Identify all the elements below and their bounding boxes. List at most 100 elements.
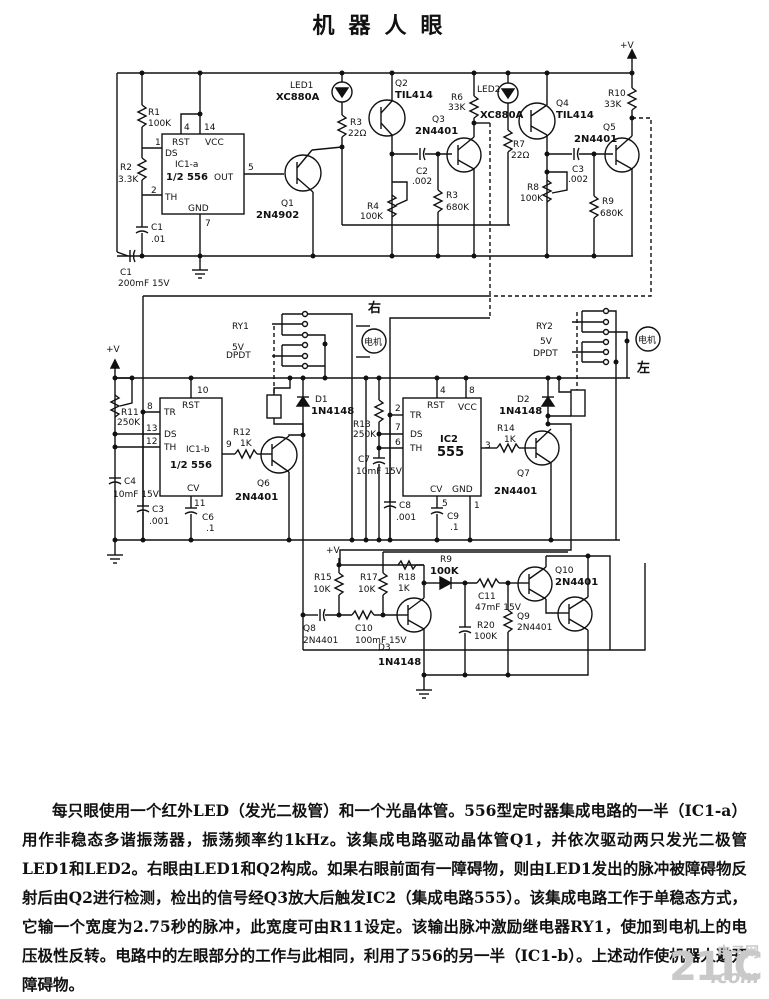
led1-label: LED1 (290, 81, 313, 91)
q8-value: 1N4148 (378, 657, 421, 668)
d2-value: 1N4148 (499, 406, 542, 417)
ground-symbol-top (192, 269, 208, 279)
description-paragraph: 每只眼使用一个红外LED（发光二极管）和一个光晶体管。556型定时器集成电路的一… (22, 801, 747, 994)
r1-label: R1 (148, 108, 160, 118)
r3b-value: 680K (446, 203, 470, 213)
phototransistor-q4 (518, 102, 556, 140)
r6-value: 33K (448, 103, 466, 113)
relay-ry1-contacts (272, 310, 353, 540)
d3-label: R9 (440, 555, 452, 565)
q5-label: Q5 (603, 123, 616, 133)
ic2-ds: DS (410, 430, 423, 440)
ic2-pin-th: 6 (395, 438, 401, 448)
ic1b-pin-th: 12 (146, 437, 157, 447)
r18-value: 1K (398, 584, 411, 594)
r12-value: 1K (240, 439, 253, 449)
r20-value: 2N4401 (517, 623, 552, 633)
diode-d3 (439, 575, 453, 591)
transistor-q3 (446, 137, 482, 173)
q7-value: 2N4401 (494, 486, 537, 497)
ic1a-vcc: VCC (205, 138, 224, 148)
ic2-gnd: GND (452, 485, 473, 495)
c11-value: 100K (474, 632, 498, 642)
relay-ry1-coil (266, 394, 282, 419)
ic2-pin-out: 3 (485, 441, 491, 451)
r4-label: R4 (367, 202, 379, 212)
d2-label: D2 (517, 395, 530, 405)
watermark-number: 21IC (669, 944, 763, 990)
resistor-r7 (502, 129, 514, 153)
resistor-r9b (476, 577, 500, 589)
c3a-label: C3 (572, 165, 584, 175)
motor-right-label: 电机 (364, 336, 382, 348)
c6-value: .1 (206, 524, 215, 534)
r17-label: R17 (360, 573, 378, 583)
resistor-r14 (496, 442, 520, 454)
ic1b-tr: TR (163, 408, 176, 418)
r8-value: 100K (520, 194, 544, 204)
transistor-q9 (517, 566, 553, 602)
diode-d2 (540, 395, 556, 407)
ic1a-ds: DS (165, 149, 178, 159)
ic2-pin-cv: 5 (442, 499, 448, 509)
watermark-logo: 21IC 电子网 .com (669, 944, 763, 990)
ic1b-pin-tr: 8 (147, 402, 153, 412)
c3b-value: .001 (149, 517, 169, 527)
ic1b-part: 1/2 556 (170, 460, 212, 471)
ic1b-pin-cv: 11 (194, 499, 205, 509)
q9-value: 2N4401 (555, 577, 598, 588)
ic2-vcc: VCC (458, 403, 477, 413)
r3a-label: R3 (350, 118, 362, 128)
left-eye-label: 左 (637, 360, 650, 376)
ic1b-th: TH (163, 443, 176, 453)
ic1b-rst: RST (182, 401, 200, 411)
resistor-r20 (502, 609, 514, 633)
ic1a-gnd: GND (188, 204, 209, 214)
motor-left-label: 电机 (638, 334, 656, 346)
c1e-value: 200mF 15V (118, 279, 170, 289)
ic1a-part: 1/2 556 (166, 172, 208, 183)
c1-label: C1 (151, 223, 163, 233)
resistor-r9a (588, 195, 600, 219)
r11-value: 250K (117, 418, 141, 428)
ic1b-cv: CV (187, 484, 200, 494)
ic2-pin-rst: 4 (440, 386, 446, 396)
ic1a-pin-ds: 1 (155, 138, 161, 148)
r13-label: R13 (353, 420, 371, 430)
c8-label: C8 (399, 501, 411, 511)
ry2-voltage: 5V (540, 337, 553, 347)
ic1b-pin-ds: 13 (146, 424, 157, 434)
supply-label-bottom: +V (326, 546, 341, 556)
phototransistor-q2 (368, 99, 406, 137)
resistor-r12 (234, 448, 258, 460)
c4-label: C4 (124, 477, 136, 487)
r20-label: Q9 (517, 612, 530, 622)
potentiometer-r8 (541, 179, 553, 203)
ic1a-th: TH (164, 193, 177, 203)
ic2-pin-tr: 2 (395, 404, 401, 414)
led1-value: XC880A (276, 92, 320, 103)
r1-value: 100K (148, 119, 172, 129)
r16-value: 100mF 15V (355, 636, 407, 646)
c8-value: .001 (396, 513, 416, 523)
q4-value: TIL414 (556, 110, 594, 121)
motor-left (635, 326, 661, 352)
c1e-label: C1 (120, 268, 132, 278)
ic2-pin-ds: 7 (395, 423, 401, 433)
robot-eye-schematic: +V R1 100K R2 3.3K C1 .01 C1 200mF 15V 4… (106, 41, 661, 699)
supply-label-mid: +V (106, 345, 121, 355)
r3b-label: R3 (446, 191, 458, 201)
r18-label: R18 (398, 573, 416, 583)
resistor-r1 (136, 104, 148, 128)
r10-value: 33K (604, 100, 622, 110)
r17-value: 10K (358, 585, 376, 595)
ic1a-name: IC1-a (175, 160, 198, 170)
ry2-type: DPDT (533, 349, 558, 359)
ic2-part: 555 (437, 445, 464, 460)
r6-label: R6 (451, 93, 463, 103)
r11-label: R11 (121, 408, 139, 418)
ic1a-pin-gnd: 7 (205, 219, 211, 229)
potentiometer-r11 (109, 394, 121, 418)
supply-label-top: +V (620, 41, 635, 51)
r7-label: R7 (513, 140, 525, 150)
